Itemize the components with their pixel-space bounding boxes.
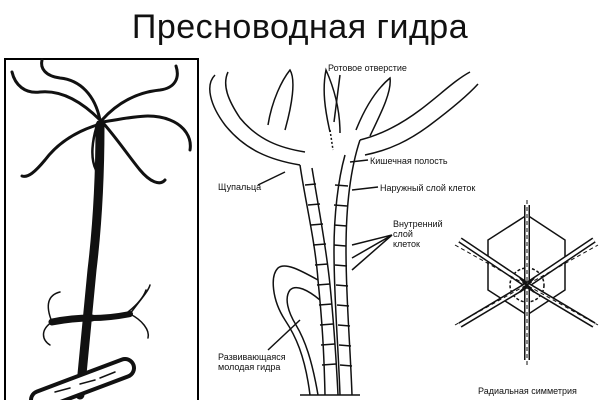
photo-panel-frame xyxy=(4,58,199,400)
label-radial-symmetry: Радиальная симметрия xyxy=(478,386,577,396)
label-inner-layer-2: слой xyxy=(393,229,413,239)
label-inner-layer-3: клеток xyxy=(393,239,420,249)
label-inner-layer-1: Внутренний xyxy=(393,219,443,229)
page-title: Пресноводная гидра xyxy=(131,8,469,46)
hydra-cross-section xyxy=(209,67,479,396)
label-tentacles: Щупальца xyxy=(218,182,262,192)
hydra-drawing xyxy=(10,58,192,400)
label-gut-cavity: Кишечная полость xyxy=(370,156,448,166)
label-mouth: Ротовое отверстие xyxy=(328,63,407,73)
label-bud-2: молодая гидра xyxy=(218,362,281,372)
label-outer-layer: Наружный слой клеток xyxy=(380,183,476,193)
radial-symmetry-diagram xyxy=(454,200,599,365)
label-bud-1: Развивающаяся xyxy=(218,352,286,362)
